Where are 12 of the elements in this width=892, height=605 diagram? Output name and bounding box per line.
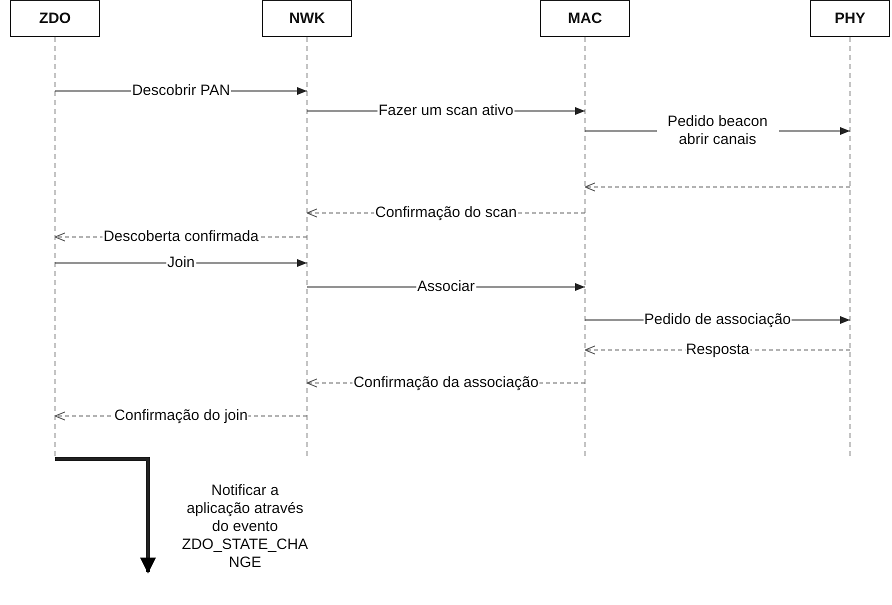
participant-box: ZDO	[10, 0, 100, 37]
message-label: Confirmação do join	[113, 407, 249, 425]
message-arrow	[54, 259, 308, 267]
message-label: Pedido de associação	[643, 311, 792, 329]
participant-box: PHY	[810, 0, 890, 37]
message-label: Resposta	[684, 341, 750, 359]
message-label: Confirmação da associação	[352, 374, 540, 392]
message-arrow	[55, 457, 156, 574]
participant-box: NWK	[262, 0, 352, 37]
message-label: Confirmação do scan	[374, 204, 518, 222]
participant-box: MAC	[540, 0, 630, 37]
message-arrow	[584, 182, 850, 192]
